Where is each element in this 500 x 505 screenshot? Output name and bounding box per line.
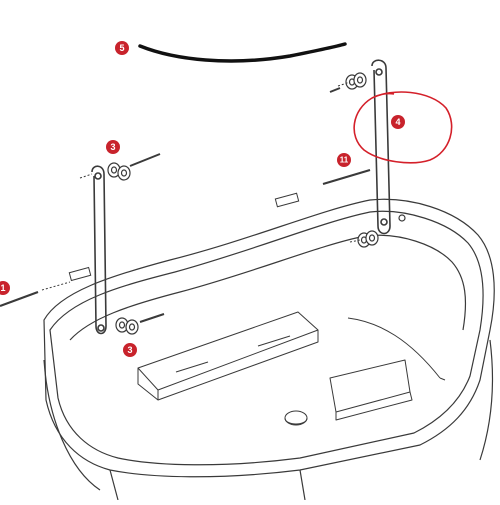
callout-1-label: 1 (0, 283, 5, 293)
right-strap (371, 59, 391, 235)
callout-1: 1 (0, 281, 10, 295)
callout-5-label: 5 (119, 43, 124, 53)
callout-4: 4 (391, 115, 405, 129)
case-shell (43, 198, 495, 501)
lid-gasket (138, 42, 347, 63)
callout-3-lower-label: 3 (127, 345, 132, 355)
callout-4-label: 4 (395, 117, 400, 127)
callout-5: 5 (115, 41, 129, 55)
bushings (107, 72, 406, 335)
left-strap (91, 165, 107, 335)
callout-3-upper-label: 3 (110, 142, 115, 152)
callout-3-upper: 3 (106, 140, 120, 154)
callout-11: 11 (337, 153, 351, 167)
callout-3-lower: 3 (123, 343, 137, 357)
callout-11-label: 11 (340, 156, 349, 165)
case-interior (137, 311, 446, 426)
rim-clips (68, 192, 300, 282)
highlight-circle (353, 91, 453, 164)
screws (0, 81, 371, 323)
